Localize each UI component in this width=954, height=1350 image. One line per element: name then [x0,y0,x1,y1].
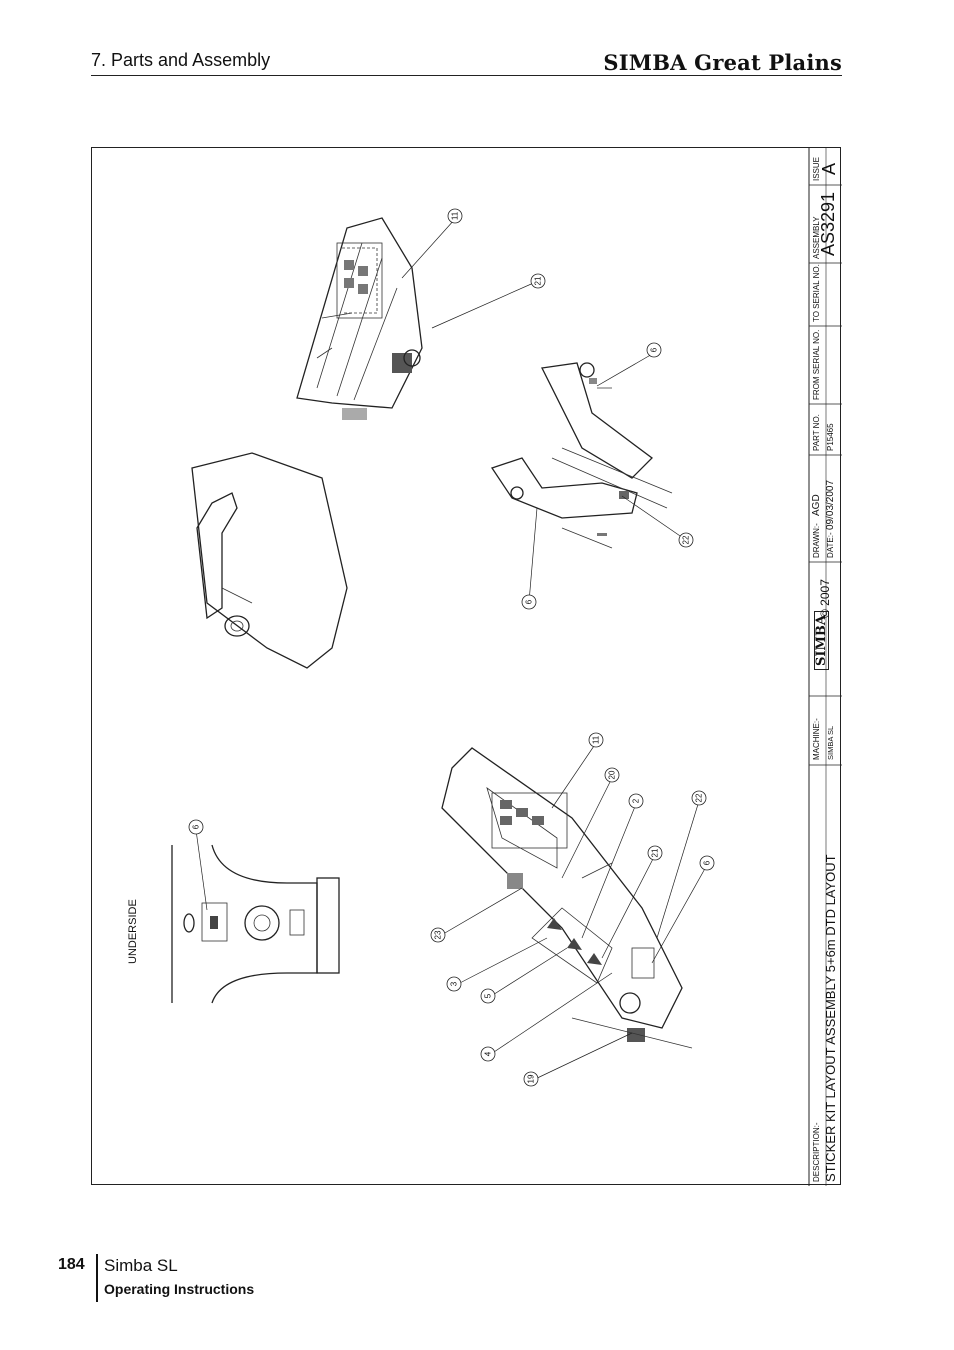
callout-balloon: 22 [691,790,707,806]
callout-circle [430,927,446,943]
callout-balloon: 4 [480,1046,496,1062]
callout-balloon: 2 [628,793,644,809]
callout-balloon: 5 [480,988,496,1004]
callout-number: 20 [608,770,617,779]
callout-balloon: 22 [678,532,694,548]
view-handle [191,452,348,669]
callout-balloon: 6 [699,855,715,871]
callout-balloon: 21 [647,845,663,861]
callout-circle [678,532,694,548]
callout-number: 6 [650,347,659,352]
view-rear-frame [296,217,423,420]
footer-title: Simba SL [104,1256,178,1275]
section-title: 7. Parts and Assembly [91,50,271,70]
callout-circle [530,273,546,289]
callout-circle [521,594,537,610]
callout-number: 6 [192,824,201,829]
to-serial-label: TO SERIAL NO. [812,264,821,322]
callout-number: 23 [434,930,443,939]
callout-number: 19 [527,1074,536,1083]
machine-value: SIMBA SL [826,725,835,760]
callout-balloon: 19 [523,1071,539,1087]
callout-circle [646,342,662,358]
title-block-grid [808,148,842,1186]
callout-balloon: 23 [430,927,446,943]
callout-circle [628,793,644,809]
callout-circle [604,767,620,783]
machine-label: MACHINE:- [812,718,821,760]
drawn-label: DRAWN:- [812,523,821,558]
callout-number: 6 [525,599,534,604]
description-value: STICKER KIT LAYOUT ASSEMBLY 5+6m DTD LAY… [823,854,838,1182]
callout-number: 21 [534,276,543,285]
date-value: 09/03/2007 [825,479,836,530]
callout-balloon: 21 [530,273,546,289]
part-no-value: P15465 [826,423,835,451]
callout-number: 21 [651,848,660,857]
description-label: DESCRIPTION:- [812,1122,821,1182]
callout-circle [691,790,707,806]
from-serial-label: FROM SERIAL NO. [812,329,821,400]
callout-balloon: 6 [646,342,662,358]
callout-circle [523,1071,539,1087]
callout-balloon: 6 [521,594,537,610]
brand-logo: SIMBA Great Plains [603,50,842,75]
callout-balloon: 3 [446,976,462,992]
callout-circle [446,976,462,992]
callout-circle [647,845,663,861]
callout-number: 11 [451,211,460,220]
simba-title-logo: SIMBA [814,611,829,670]
assembly-value: AS3291 [818,191,838,256]
leader-lines [195,218,708,1082]
callout-balloon: 11 [588,732,604,748]
footer-subtitle: Operating Instructions [104,1281,255,1297]
callout-number: 2 [632,798,641,803]
view-linkage [490,362,673,549]
underside-label: UNDERSIDE [127,899,139,964]
callout-balloon: 20 [604,767,620,783]
callout-number: 11 [592,735,601,744]
callout-circle [588,732,604,748]
callout-balloon: 6 [188,819,204,835]
callout-circle [480,1046,496,1062]
callout-number: 5 [484,993,493,998]
copyright: © 2007 [818,579,832,618]
header-divider [91,75,842,76]
callout-circle [699,855,715,871]
callout-circle [188,819,204,835]
callout-circle [480,988,496,1004]
footer-divider [96,1254,98,1302]
page-number: 184 [58,1256,85,1273]
part-no-label: PART NO. [812,414,821,451]
callout-number: 22 [695,793,704,802]
callout-number: 6 [703,860,712,865]
date-label: DATE:- [826,532,835,558]
drawn-value: AGD [811,494,822,516]
view-main-assembly [441,747,693,1049]
issue-value: A [819,162,839,175]
callout-number: 4 [484,1051,493,1056]
callout-number: 3 [450,981,459,986]
callout-circle [447,208,463,224]
callout-number: 22 [682,535,691,544]
view-underside [171,844,340,1004]
callout-balloon: 11 [447,208,463,224]
